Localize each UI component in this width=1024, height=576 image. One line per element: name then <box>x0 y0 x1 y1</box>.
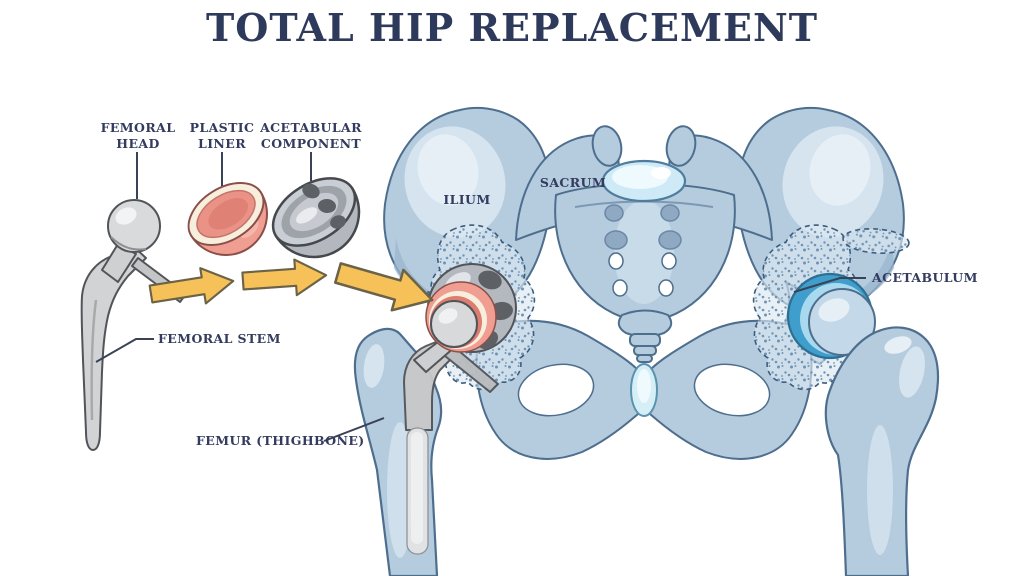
sacrum-bone <box>515 122 773 363</box>
femoral-stem-implant <box>80 199 187 451</box>
label-plastic-liner: PLASTIC LINER <box>189 120 255 152</box>
coccyx <box>617 309 673 338</box>
cup-screw-hole <box>302 183 320 199</box>
pelvic-bones <box>383 106 905 460</box>
page-title: TOTAL HIP REPLACEMENT <box>205 5 819 50</box>
left-femur-with-implant <box>353 263 517 576</box>
arrow-icon <box>147 262 238 313</box>
label-femoral-head: FEMORAL HEAD <box>100 120 176 152</box>
label-ilium: ILIUM <box>443 192 491 207</box>
cup-screw-hole <box>330 215 346 229</box>
implanted-acetabular-cup <box>413 263 517 373</box>
femoral-head-component <box>107 199 161 253</box>
obturator-foramen <box>517 363 595 417</box>
pubic-symphysis <box>630 363 658 417</box>
plastic-liner-implant <box>187 182 268 256</box>
label-acetabular-component: ACETABULAR COMPONENT <box>260 120 362 152</box>
cup-screw-hole <box>318 198 336 214</box>
label-femoral-stem: FEMORAL STEM <box>158 331 281 346</box>
label-femur: FEMUR (THIGHBONE) <box>196 433 365 448</box>
label-acetabulum: ACETABULUM <box>872 270 978 285</box>
leader-lines <box>95 152 866 442</box>
right-hip-joint <box>786 272 939 576</box>
label-sacrum: SACRUM <box>539 175 607 190</box>
left-hip-bone <box>383 106 639 460</box>
acetabular-component-implant <box>271 177 361 259</box>
arrow-icon <box>240 256 329 300</box>
cup-screw-hole <box>478 270 502 290</box>
